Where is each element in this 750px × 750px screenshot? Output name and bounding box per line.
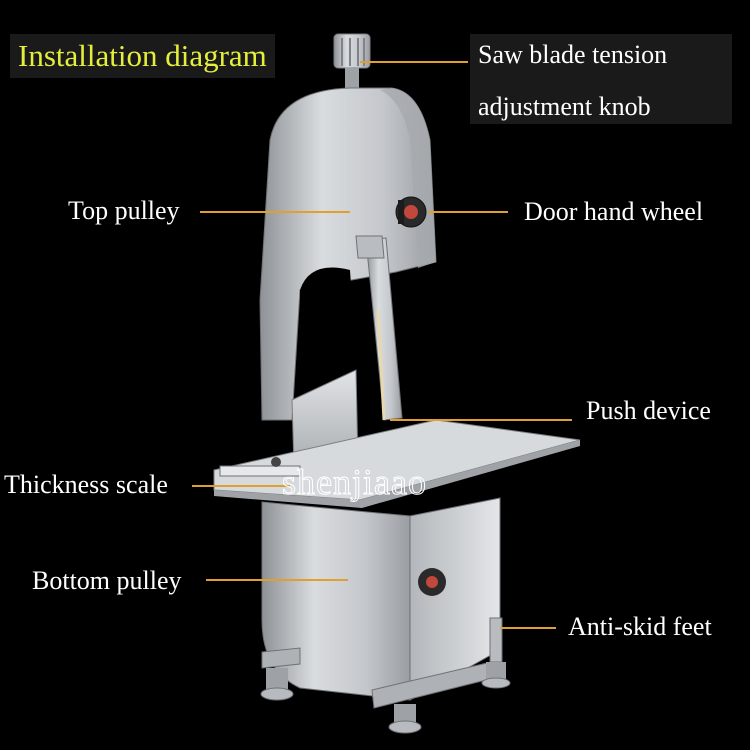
label-saw-blade-tension-line1: Saw blade tension xyxy=(478,40,668,69)
anti-skid-foot-left xyxy=(260,668,294,701)
label-thickness-scale: Thickness scale xyxy=(4,470,168,499)
tension-knob xyxy=(333,33,371,90)
page-title: Installation diagram xyxy=(10,34,275,78)
push-device-arm xyxy=(355,235,403,421)
label-door-hand-wheel: Door hand wheel xyxy=(524,197,704,226)
label-push-device: Push device xyxy=(586,396,711,425)
lower-cabinet-knob xyxy=(418,568,446,596)
watermark-text: shenjiaao xyxy=(282,462,427,503)
tension-label-box xyxy=(470,34,732,124)
anti-skid-foot-right xyxy=(481,662,511,689)
anti-skid-foot-front xyxy=(388,704,422,734)
leader-lines xyxy=(192,61,572,629)
thickness-scale-bar xyxy=(219,465,301,477)
label-anti-skid-feet: Anti-skid feet xyxy=(568,612,712,641)
label-top-pulley: Top pulley xyxy=(68,196,180,225)
label-bottom-pulley: Bottom pulley xyxy=(32,566,182,595)
label-saw-blade-tension-line2: adjustment knob xyxy=(478,92,651,121)
door-hand-wheel-knob xyxy=(395,196,427,228)
